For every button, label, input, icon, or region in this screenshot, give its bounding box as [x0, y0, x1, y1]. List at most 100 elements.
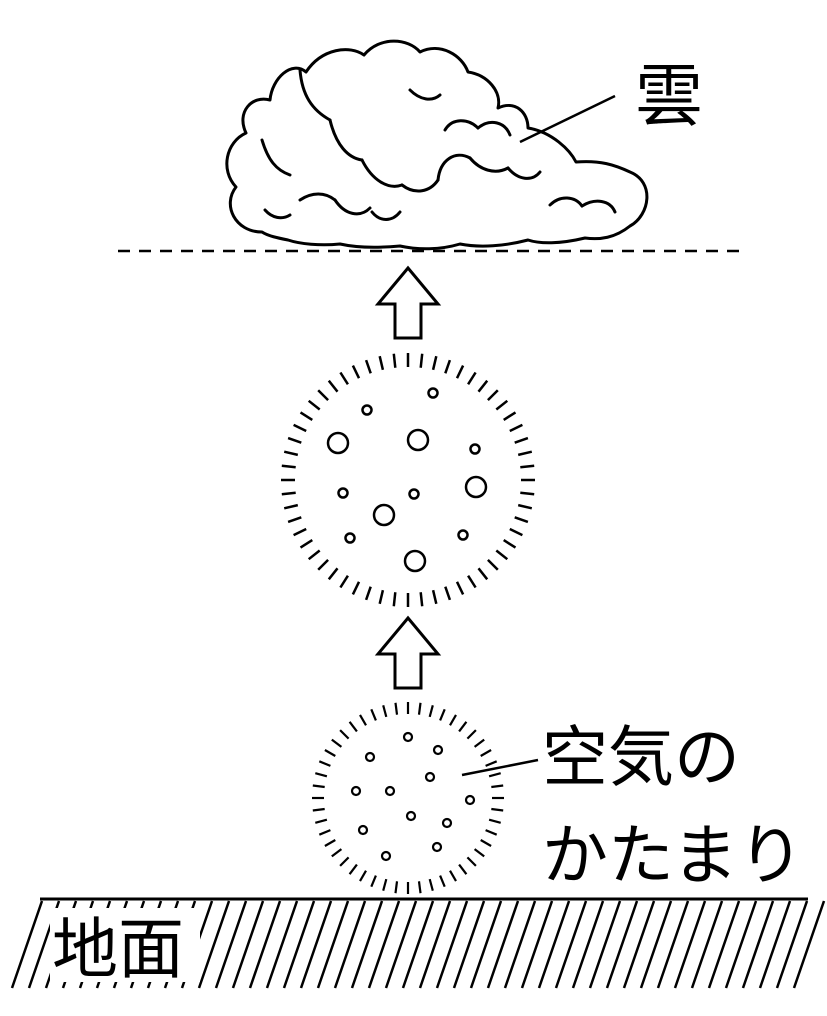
particle [344, 532, 356, 544]
particle [464, 794, 476, 806]
parcel-boundary-tick [477, 379, 489, 393]
parcel-boundary-tick [331, 738, 343, 748]
particle [432, 744, 444, 756]
parcel-boundary-tick [455, 365, 465, 379]
parcel-boundary-tick [495, 549, 509, 561]
parcel-boundary-tick [480, 839, 492, 847]
parcel-boundary-tick [485, 760, 498, 767]
parcel-boundary-tick [331, 848, 343, 858]
hatch-line [435, 900, 469, 989]
parcel-boundary-tick [466, 856, 477, 867]
hatch-line [367, 900, 401, 989]
parcel-boundary-tick [514, 516, 529, 524]
hatch-line [214, 900, 248, 989]
cloud-icon [225, 39, 649, 251]
hatch-line [384, 900, 418, 989]
parcel-boundary-tick [444, 359, 452, 374]
air-parcel-label-line1: 空気の [542, 719, 740, 796]
parcel-boundary-tick [315, 818, 328, 824]
hatch-line [452, 900, 486, 989]
hatch-line [656, 900, 690, 989]
parcel-boundary-tick [317, 389, 329, 401]
hatch-line [520, 900, 554, 989]
parcel-boundary-tick [517, 450, 533, 457]
parcel-boundary-tick [514, 436, 529, 444]
parcel-boundary-tick [378, 589, 385, 605]
particle [357, 824, 369, 836]
hatch-line [299, 900, 333, 989]
particle [431, 841, 443, 853]
parcel-boundary-tick [439, 708, 446, 721]
parcel-boundary-tick [392, 592, 397, 607]
parcel-boundary-tick [348, 863, 358, 875]
parcel-boundary-tick [417, 881, 422, 894]
particle [427, 387, 439, 399]
parcel-boundary-tick [449, 870, 457, 882]
hatch-line [588, 900, 622, 989]
parcel-boundary-tick [307, 549, 321, 561]
parcel-boundary-tick [382, 705, 388, 718]
parcel-boundary-tick [487, 389, 499, 401]
hatch-line [622, 900, 656, 989]
particle [326, 431, 350, 455]
hatch-line [792, 900, 826, 989]
cloud-leader-line [519, 94, 616, 144]
particle [405, 810, 417, 822]
cloud-label: 雲 [635, 58, 703, 137]
hatch-line [248, 900, 282, 989]
parcel-boundary-tick [473, 848, 485, 858]
hatch-line [503, 900, 537, 989]
parcel-boundary-tick [503, 539, 517, 549]
air-parcel-expanded-particles [326, 387, 488, 573]
parcel-boundary-tick [449, 714, 457, 726]
particle [403, 549, 427, 573]
up-arrow-icon [374, 265, 442, 340]
hatch-line [418, 900, 452, 989]
parcel-boundary-tick [283, 503, 299, 510]
air-parcel-compact [312, 702, 504, 894]
parcel-boundary-tick [488, 772, 501, 778]
parcel-boundary-tick [491, 784, 504, 789]
parcel-boundary-tick [419, 592, 424, 607]
parcel-boundary-tick [428, 705, 434, 718]
parcel-boundary-tick [293, 527, 307, 537]
parcel-boundary-tick [370, 708, 377, 721]
hatch-line [775, 900, 809, 989]
parcel-boundary-tick [293, 423, 307, 433]
parcel-boundary-tick [473, 738, 485, 748]
particle [361, 404, 373, 416]
parcel-boundary-tick [520, 491, 535, 496]
hatch-line [724, 900, 758, 989]
parcel-boundary-tick [348, 721, 358, 733]
particle [408, 488, 420, 500]
parcel-boundary-tick [485, 829, 498, 836]
parcel-boundary-tick [444, 586, 452, 601]
air-parcel-expanded [281, 353, 535, 607]
parcel-boundary-tick [364, 359, 372, 374]
parcel-boundary-tick [312, 807, 325, 812]
parcel-boundary-tick [520, 464, 535, 469]
parcel-boundary-tick [299, 411, 313, 421]
parcel-boundary-tick [477, 567, 489, 581]
parcel-boundary-tick [307, 399, 321, 411]
hatch-line [401, 900, 435, 989]
hatch-line [282, 900, 316, 989]
parcel-boundary-tick [509, 423, 523, 433]
hatch-line [571, 900, 605, 989]
parcel-boundary-tick [439, 875, 446, 888]
parcel-boundary-tick [431, 589, 438, 605]
parcel-boundary-tick [467, 575, 477, 589]
parcel-boundary-tick [517, 503, 533, 510]
hatch-line [673, 900, 707, 989]
hatch-line [265, 900, 299, 989]
parcel-boundary-tick [392, 353, 397, 368]
parcel-boundary-tick [394, 881, 399, 894]
particle [337, 487, 349, 499]
parcel-boundary-tick [417, 702, 422, 715]
up-arrow-icon [374, 615, 442, 690]
parcel-boundary-tick [488, 818, 501, 824]
particle [424, 771, 436, 783]
air-parcel-compact-particles [350, 731, 476, 862]
parcel-boundary-tick [495, 399, 509, 411]
